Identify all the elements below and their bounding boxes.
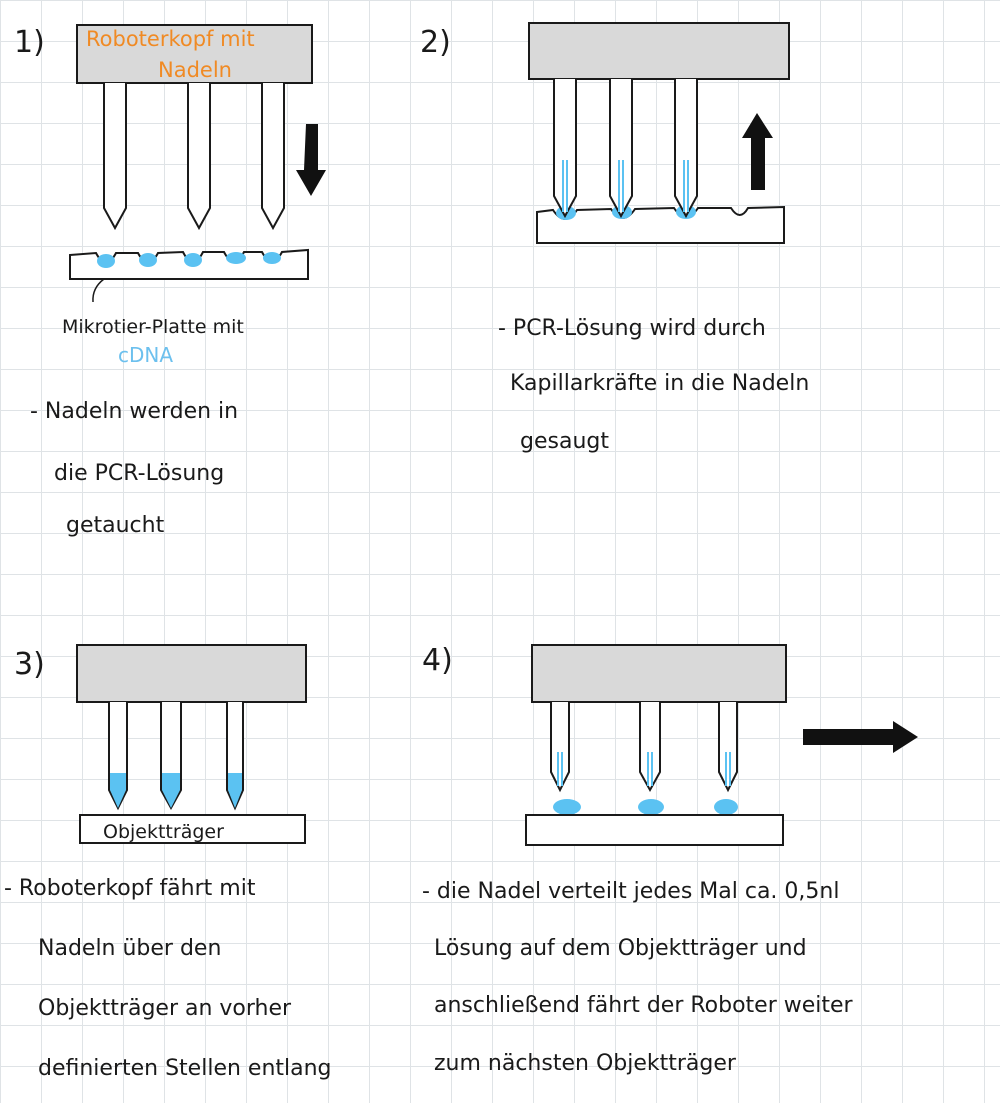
right-arrow-icon — [803, 721, 918, 753]
step-1-text-line2: die PCR-Lösung — [54, 461, 224, 486]
step-3-panel: 3) Objektträger - Roboterkopf fährt mit … — [4, 644, 332, 1081]
needle-4a — [550, 702, 570, 793]
needle-1c — [261, 83, 285, 231]
needle-2b — [609, 79, 633, 219]
step-1-text-line1: - Nadeln werden in — [30, 399, 238, 424]
plate-pointer-line — [92, 278, 105, 303]
needle-4b — [639, 702, 661, 793]
step-3-text-line1: - Roboterkopf fährt mit — [4, 876, 256, 901]
robot-head-4 — [531, 644, 787, 703]
slide-4 — [525, 814, 784, 846]
step-4-number: 4) — [422, 643, 453, 678]
step-1-number: 1) — [14, 25, 45, 60]
step-3-text-line4: definierten Stellen entlang — [38, 1056, 332, 1081]
needle-liquid — [110, 773, 126, 808]
deposited-spot — [714, 799, 738, 815]
step-2-text-line1: - PCR-Lösung wird durch — [498, 316, 766, 341]
step-2-text-line2: Kapillarkräfte in die Nadeln — [510, 371, 809, 396]
well-liquid — [97, 254, 115, 268]
step-2-text-line3: gesaugt — [520, 429, 609, 454]
deposited-spot — [638, 799, 664, 815]
robot-head-label-line1: Roboterkopf mit — [86, 27, 255, 51]
step-1-text-line3: getaucht — [66, 513, 165, 538]
step-3-text-line3: Objektträger an vorher — [38, 996, 292, 1021]
well-liquid — [263, 252, 281, 264]
needle-4c — [718, 702, 738, 793]
robot-head-1 — [76, 24, 313, 84]
well-liquid — [139, 253, 157, 267]
robot-head-label-line2: Nadeln — [158, 58, 232, 82]
step-4-text-line3: anschließend fährt der Roboter weiter — [434, 993, 854, 1018]
slide-label: Objektträger — [103, 821, 224, 843]
plate-label-cdna: cDNA — [118, 343, 173, 367]
step-4-panel: 4) - die Nadel verteilt jedes Mal ca. 0,… — [422, 643, 918, 1076]
deposited-spot — [553, 799, 581, 815]
step-4-text-line4: zum nächsten Objektträger — [434, 1051, 737, 1076]
needle-2a — [553, 79, 577, 219]
well-liquid — [226, 252, 246, 264]
robot-head-2 — [528, 22, 790, 80]
down-arrow-icon — [296, 124, 326, 196]
step-1-panel: 1) Roboterkopf mit Nadeln Mikrotier-Plat… — [14, 24, 326, 538]
up-arrow-icon — [742, 113, 773, 190]
step-2-panel: 2) - PCR-Lösung wird durch Kapillarkräft… — [420, 22, 809, 454]
step-4-text-line1: - die Nadel verteilt jedes Mal ca. 0,5nl — [422, 879, 839, 904]
slide-3 — [79, 814, 306, 844]
step-3-number: 3) — [14, 647, 45, 682]
needle-1b — [187, 83, 211, 231]
needle-liquid — [228, 773, 242, 808]
step-4-text-line2: Lösung auf dem Objektträger und — [434, 936, 807, 961]
plate-label: Mikrotier-Platte mit — [62, 316, 244, 338]
needle-2c — [674, 79, 698, 219]
step-3-text-line2: Nadeln über den — [38, 936, 221, 961]
needle-1a — [103, 83, 127, 231]
step-2-number: 2) — [420, 25, 451, 60]
robot-head-3 — [76, 644, 307, 703]
needle-liquid — [162, 773, 180, 808]
well-liquid — [184, 253, 202, 267]
